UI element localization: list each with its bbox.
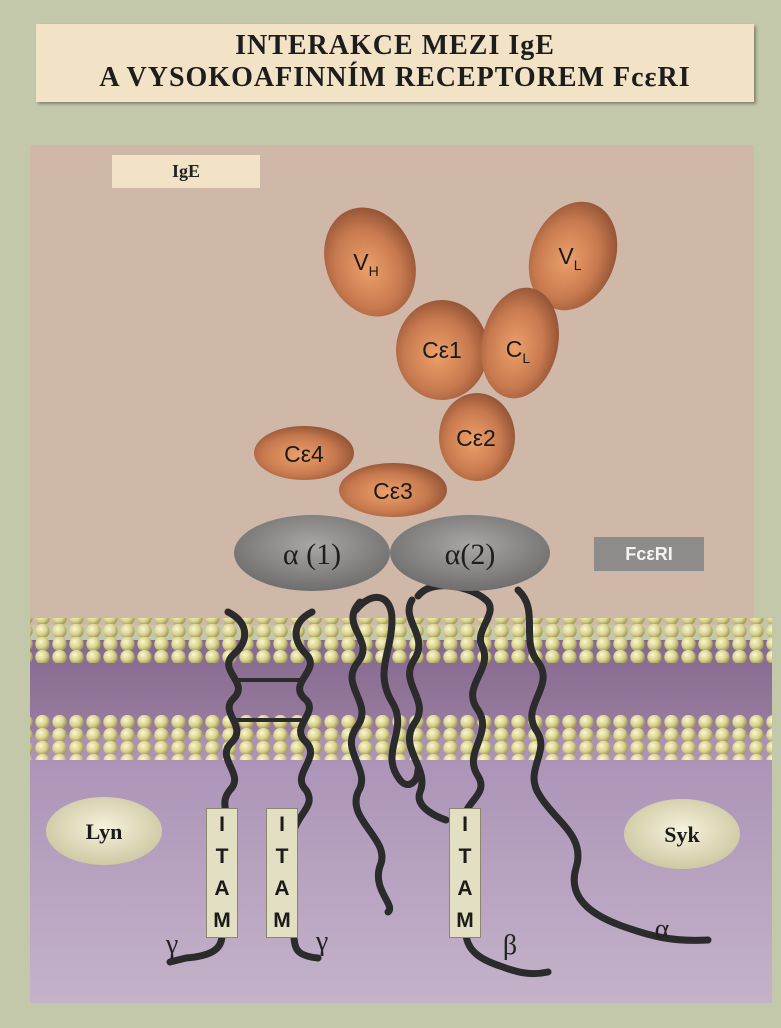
cytoplasm [30,735,772,1003]
beta-chain-label: β [503,930,517,961]
ige-label: IgE [112,155,260,188]
alpha-chain-label: α [655,914,670,945]
title-line-2: A VYSOKOAFINNÍM RECEPTOREM FcεRI [36,62,754,94]
alpha-1-label: α (1) [283,538,341,571]
itam-letter: A [214,877,229,901]
gamma-chain-1-label: γ [165,929,178,960]
itam-box-gamma-2: I T A M [266,808,298,938]
itam-letter: M [213,909,231,933]
syk-label: Syk [664,822,700,847]
itam-letter: A [274,877,289,901]
itam-letter: T [459,845,472,869]
itam-box-gamma-1: I T A M [206,808,238,938]
alpha-2-label: α(2) [445,538,496,571]
itam-box-beta: I T A M [449,808,481,938]
itam-letter: M [456,909,474,933]
outer-lipid-layer [30,618,772,663]
title-box: INTERAKCE MEZI IgE A VYSOKOAFINNÍM RECEP… [36,24,754,102]
ce1-label: Cε1 [422,337,462,363]
title-line-1: INTERAKCE MEZI IgE [36,24,754,62]
itam-letter: A [457,877,472,901]
lyn-label: Lyn [86,819,123,844]
itam-letter: I [219,813,225,837]
ce4-label: Cε4 [284,441,324,467]
itam-letter: T [216,845,229,869]
itam-letter: T [276,845,289,869]
fcerI-label: FcεRI [594,537,704,571]
ce2-label: Cε2 [456,425,496,451]
itam-letter: M [273,909,291,933]
itam-letter: I [462,813,468,837]
ce3-label: Cε3 [373,478,413,504]
gamma-chain-2-label: γ [315,926,328,957]
itam-letter: I [279,813,285,837]
